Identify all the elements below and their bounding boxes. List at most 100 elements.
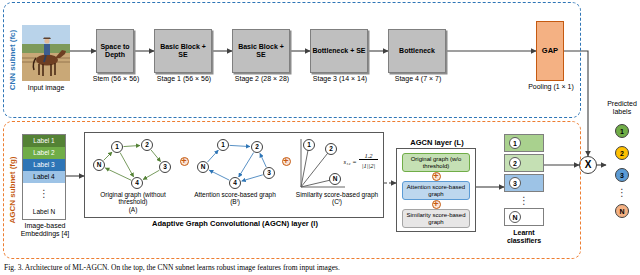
- connector-arrow: [384, 182, 396, 183]
- stage-block: Bottleneck + SEStage 3 (14 × 14): [310, 29, 368, 73]
- classifier-row: 2: [504, 154, 544, 172]
- formula-text: |1||2|: [359, 161, 378, 170]
- box-heading: (A): [89, 206, 177, 213]
- graph-vertex: N: [329, 173, 341, 185]
- photo-horse-legs: [39, 63, 55, 76]
- classifier-row: 3: [504, 174, 544, 192]
- label-circle: 3: [615, 168, 629, 182]
- photo-ground: [22, 53, 70, 81]
- stage-block: Basic Block + SEStage 2 (28 × 28): [232, 29, 290, 73]
- label-circle: X: [579, 156, 597, 174]
- box-text: 4: [135, 180, 139, 187]
- box-text: Label 1: [33, 138, 54, 145]
- box-heading: Similarity score-based graph: [293, 191, 381, 198]
- connector-arrow: [446, 50, 536, 51]
- connector-arrow: [290, 50, 310, 51]
- layer-box: AGCN layer (L)Original graph (w/o thresh…: [396, 148, 476, 232]
- connector-arrow: [209, 170, 229, 180]
- connector-arrow: [105, 168, 131, 180]
- sum-symbol: +: [432, 200, 441, 209]
- box-text: 3: [163, 164, 167, 171]
- box-heading: CNN subnet (fc): [8, 5, 18, 115]
- photo-sky: [22, 25, 70, 81]
- box-heading: Pooling (1 × 1): [516, 83, 586, 91]
- graph-vertex: 2: [325, 143, 337, 155]
- embedding-cell: Label N: [23, 205, 65, 219]
- box-text: Label N: [33, 209, 55, 216]
- box-heading: Stage 2 (28 × 28): [227, 75, 297, 83]
- plot-axes: [301, 139, 345, 187]
- connector-arrow: [239, 153, 254, 177]
- box-heading: (Cˡ): [293, 198, 381, 205]
- graph-panel: Original graph (without threshold)(A)N12…: [89, 137, 177, 217]
- box-text: Attention score-based graph: [405, 184, 467, 197]
- box-text: Basic Block + SE: [155, 43, 211, 58]
- embedding-cell: Label 4: [23, 171, 65, 183]
- box-text: N: [97, 162, 102, 169]
- pooling-block: GAPPooling (1 × 1): [536, 21, 564, 81]
- connector-arrow: [212, 50, 232, 51]
- sum-symbol: +: [282, 157, 291, 166]
- label-column: Learnt classifiers123N: [504, 134, 544, 226]
- connector-arrow: [564, 51, 588, 156]
- box-heading: (Bˡ): [191, 198, 279, 205]
- box-text: N: [509, 211, 521, 223]
- box-heading: Stage 4 (7 × 7): [383, 75, 453, 83]
- formula-text: s₁₂ =: [341, 157, 359, 166]
- connector-arrow: [134, 50, 154, 51]
- box-text: 2: [329, 146, 333, 153]
- label-column: Predicted labels123N: [606, 100, 638, 222]
- graph-panel: Similarity score-based graph(Cˡ) 1 2N: [293, 137, 381, 217]
- graph-component: Similarity score-based graph: [402, 209, 470, 228]
- connector-arrow: [476, 186, 504, 187]
- box-text: 1: [307, 142, 311, 149]
- graph-vertex: 2: [141, 139, 153, 151]
- connector-arrow: [207, 150, 218, 162]
- photo-horse-head: [55, 50, 66, 58]
- subnet-container: AGCN subnet (fg)Image-based Embeddings […: [4, 122, 580, 258]
- stage-block: BottleneckStage 4 (7 × 7): [388, 29, 446, 73]
- box-text: Space to Depth: [97, 43, 133, 58]
- connector-arrow: [368, 50, 388, 51]
- box-heading: Adaptive Graph Convolutional (AGCN) laye…: [135, 220, 335, 228]
- connector-arrow: [229, 145, 250, 146]
- box-heading: Input image: [14, 84, 78, 92]
- connector-arrow: [597, 164, 606, 165]
- label-circle: 1: [615, 124, 629, 138]
- box-text: Label 4: [33, 174, 54, 181]
- box-text: Label 3: [33, 162, 54, 169]
- embedding-cell: Label 2: [23, 147, 65, 159]
- connector-arrow: [70, 50, 96, 51]
- box-heading: Attention score-based graph: [191, 191, 279, 198]
- ellipsis-mark: ⋮: [606, 185, 638, 201]
- stage-block: Basic Block + SEStage 1 (56 × 56): [154, 29, 212, 73]
- graph-vertex: N: [93, 159, 105, 171]
- box-text: Original graph (w/o threshold): [405, 156, 467, 169]
- embedding-cell: Label 3: [23, 159, 65, 171]
- box-text: Bottleneck: [399, 47, 435, 55]
- formula-text: 1.2: [359, 151, 378, 160]
- input-image: Input image: [22, 25, 70, 81]
- box-text: 2: [145, 142, 149, 149]
- connector-arrow: [143, 170, 159, 179]
- box-text: 2: [255, 144, 259, 151]
- photo-rider-leg: [44, 55, 46, 62]
- graph-vertex: 3: [159, 161, 171, 173]
- connector-arrow: [151, 150, 160, 162]
- figure-caption: Fig. 3. Architecture of ML-AGCN. On the …: [4, 263, 340, 273]
- graph-vertex: 1: [217, 139, 229, 151]
- graph-component: Attention score-based graph: [402, 181, 470, 200]
- box-text: Label 2: [33, 150, 54, 157]
- ellipsis-mark: ⋮: [504, 193, 544, 208]
- connector-arrow: [544, 164, 579, 165]
- graph-vertex: 1: [111, 141, 123, 153]
- box-text: 2: [620, 150, 624, 157]
- embedding-stack: Image-based Embeddings [4]Label 1Label 2…: [22, 134, 66, 220]
- box-heading: Stem (56 × 56): [81, 75, 151, 83]
- graph-vertex: 2: [251, 141, 263, 153]
- sum-symbol: +: [432, 172, 441, 181]
- photo-rider: [44, 44, 50, 55]
- box-text: Basic Block + SE: [233, 43, 289, 58]
- connector-arrow: [123, 145, 140, 146]
